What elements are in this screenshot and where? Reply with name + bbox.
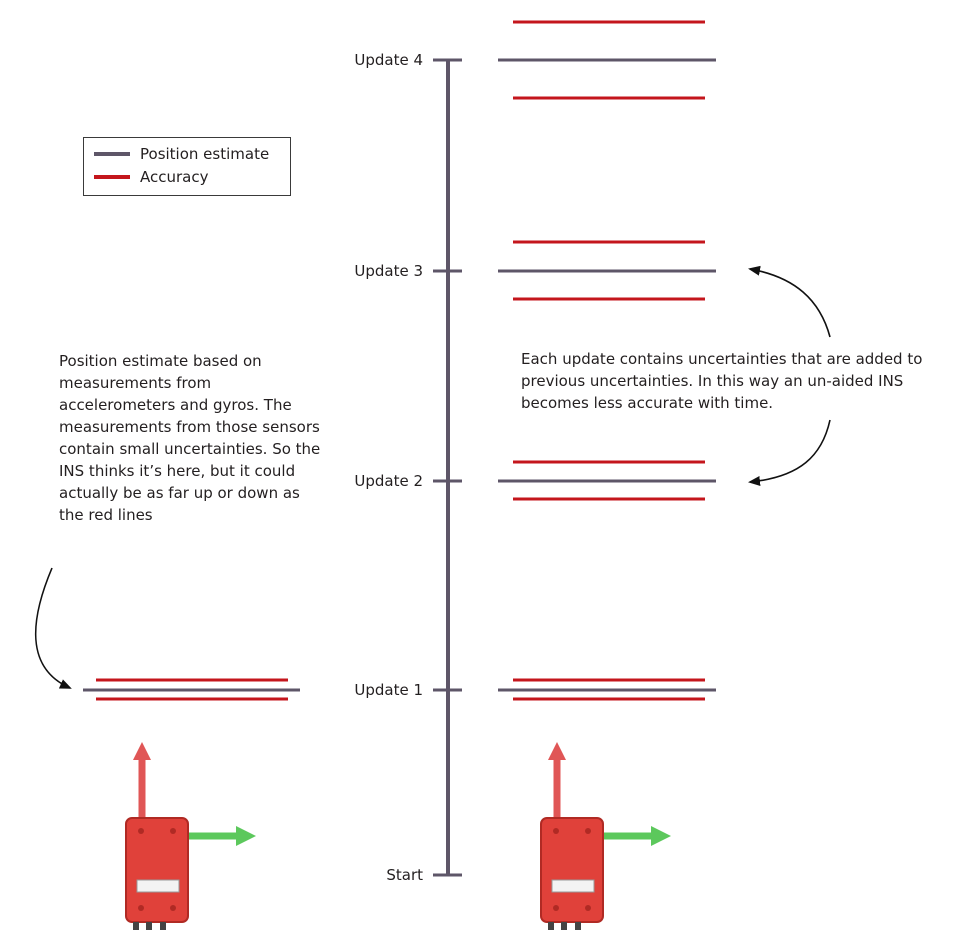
legend-label-position: Position estimate xyxy=(140,145,270,163)
curved-arrow-icon-down xyxy=(748,419,831,486)
legend-label-accuracy: Accuracy xyxy=(140,168,209,186)
curved-arrow-icon-up xyxy=(748,265,831,338)
label-update-3: Update 3 xyxy=(354,262,423,280)
label-start: Start xyxy=(386,866,423,884)
accuracy-swatch xyxy=(94,175,130,179)
sensor-device-icon-right xyxy=(540,742,671,930)
position-swatch xyxy=(94,152,130,156)
legend-item-position: Position estimate xyxy=(94,143,269,165)
label-update-2: Update 2 xyxy=(354,472,423,490)
legend: Position estimate Accuracy xyxy=(83,137,291,196)
note-left: Position estimate based on measurements … xyxy=(59,352,321,524)
label-update-4: Update 4 xyxy=(354,51,423,69)
legend-item-accuracy: Accuracy xyxy=(94,166,208,188)
note-right: Each update contains uncertainties that … xyxy=(521,350,923,412)
label-update-1: Update 1 xyxy=(354,681,423,699)
curved-arrow-icon-left xyxy=(34,567,72,689)
sensor-device-icon-left xyxy=(125,742,256,930)
